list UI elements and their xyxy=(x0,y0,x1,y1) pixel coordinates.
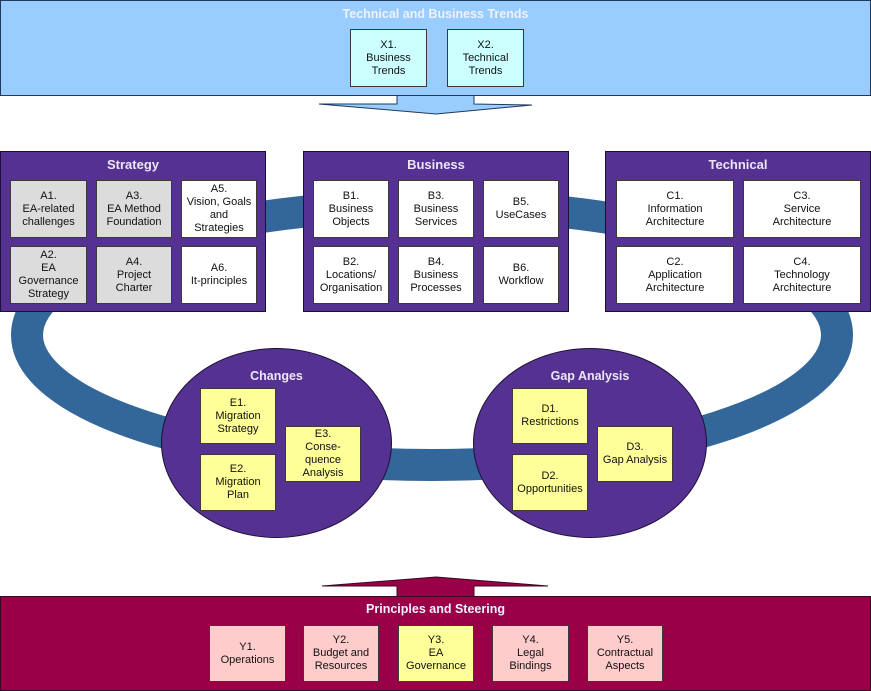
down-arrow xyxy=(318,94,533,115)
box-c3[interactable]: C3. Service Architecture xyxy=(743,180,861,238)
box-y2[interactable]: Y2. Budget and Resources xyxy=(303,625,379,682)
box-a2[interactable]: A2. EA Governance Strategy xyxy=(10,246,87,304)
box-b4[interactable]: B4. Business Processes xyxy=(398,246,474,304)
box-a5[interactable]: A5. Vision, Goals and Strategies xyxy=(181,180,257,238)
strategy-panel: Strategy A1. EA-related challenges A3. E… xyxy=(0,151,266,312)
box-y5[interactable]: Y5. Contractual Aspects xyxy=(587,625,663,682)
box-y4[interactable]: Y4. Legal Bindings xyxy=(492,625,569,682)
changes-title: Changes xyxy=(250,369,303,383)
box-a4[interactable]: A4. Project Charter xyxy=(96,246,172,304)
box-b2[interactable]: B2. Locations/ Organisation xyxy=(313,246,389,304)
box-a6[interactable]: A6. It-principles xyxy=(181,246,257,304)
box-x1[interactable]: X1. Business Trends xyxy=(350,29,427,87)
box-x2[interactable]: X2. Technical Trends xyxy=(447,29,524,87)
box-c4[interactable]: C4. Technology Architecture xyxy=(743,246,861,304)
technical-title: Technical xyxy=(708,157,768,172)
box-c1[interactable]: C1. Information Architecture xyxy=(616,180,734,238)
business-panel: Business B1. Business Objects B3. Busine… xyxy=(303,151,569,312)
box-d2[interactable]: D2. Opportunities xyxy=(512,454,588,511)
box-y3[interactable]: Y3. EA Governance xyxy=(398,625,474,682)
technical-panel: Technical C1. Information Architecture C… xyxy=(605,151,871,312)
box-a1[interactable]: A1. EA-related challenges xyxy=(10,180,87,238)
box-e3[interactable]: E3. Conse- quence Analysis xyxy=(285,426,361,482)
principles-band: Principles and Steering Y1. Operations Y… xyxy=(0,596,871,691)
box-c2[interactable]: C2. Application Architecture xyxy=(616,246,734,304)
trends-band: Technical and Business Trends X1. Busine… xyxy=(0,0,871,96)
box-b1[interactable]: B1. Business Objects xyxy=(313,180,389,238)
principles-title: Principles and Steering xyxy=(366,602,505,616)
box-b6[interactable]: B6. Workflow xyxy=(483,246,559,304)
strategy-title: Strategy xyxy=(106,157,160,172)
box-b5[interactable]: B5. UseCases xyxy=(483,180,559,238)
business-title: Business xyxy=(407,157,465,172)
box-y1[interactable]: Y1. Operations xyxy=(209,625,286,682)
gap-analysis-ellipse: Gap Analysis D1. Restrictions D2. Opport… xyxy=(473,348,707,538)
box-d1[interactable]: D1. Restrictions xyxy=(512,388,588,444)
trends-title: Technical and Business Trends xyxy=(342,7,529,21)
box-e2[interactable]: E2. Migration Plan xyxy=(200,454,276,511)
changes-ellipse: Changes E1. Migration Strategy E2. Migra… xyxy=(161,348,392,538)
box-d3[interactable]: D3. Gap Analysis xyxy=(597,426,673,482)
up-arrow xyxy=(321,576,549,598)
gap-analysis-title: Gap Analysis xyxy=(550,369,630,383)
box-a3[interactable]: A3. EA Method Foundation xyxy=(96,180,172,238)
box-e1[interactable]: E1. Migration Strategy xyxy=(200,388,276,444)
box-b3[interactable]: B3. Business Services xyxy=(398,180,474,238)
